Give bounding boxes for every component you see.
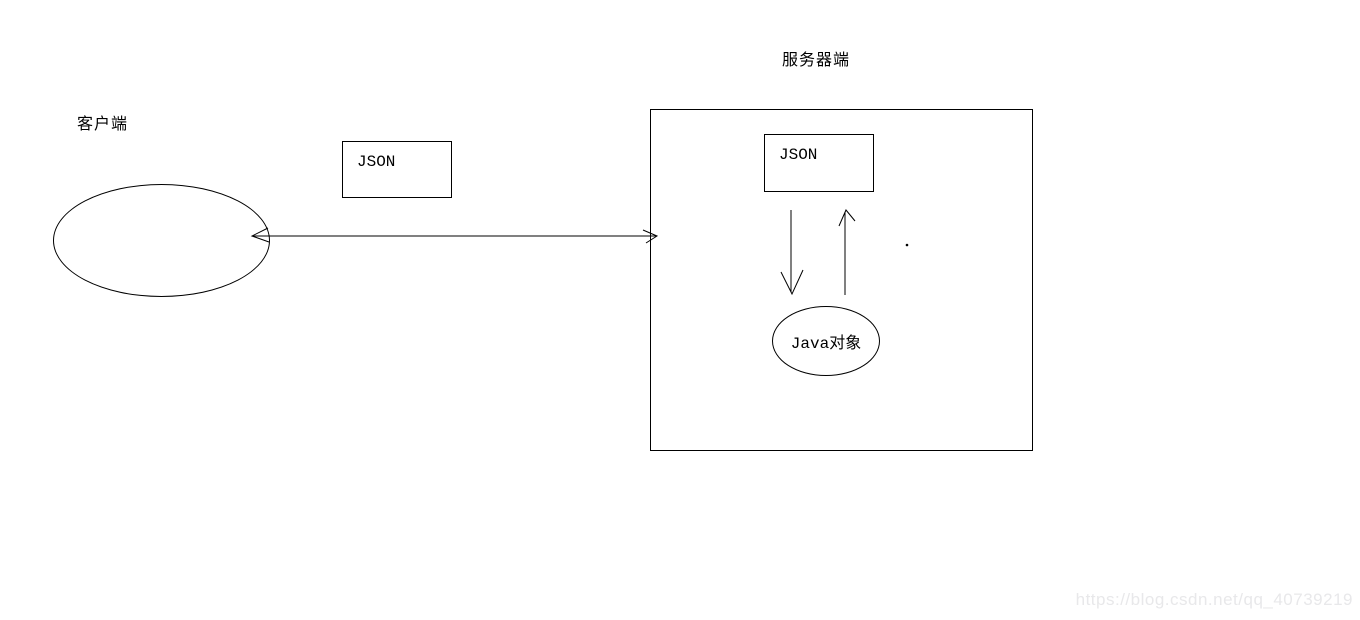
java-object-label: Java对象	[790, 335, 862, 353]
server-json-box-label: JSON	[779, 146, 818, 164]
client-server-arrow	[250, 227, 659, 244]
client-json-box: JSON	[342, 141, 452, 198]
server-box	[650, 109, 1033, 451]
client-json-box-label: JSON	[357, 153, 396, 171]
client-side-label: 客户端	[77, 116, 129, 133]
server-side-title: 服务器端	[782, 52, 851, 69]
java-object-ellipse: Java对象	[772, 306, 880, 376]
server-json-box: JSON	[764, 134, 874, 192]
client-ellipse	[53, 184, 270, 297]
watermark: https://blog.csdn.net/qq_40739219	[1075, 590, 1353, 609]
